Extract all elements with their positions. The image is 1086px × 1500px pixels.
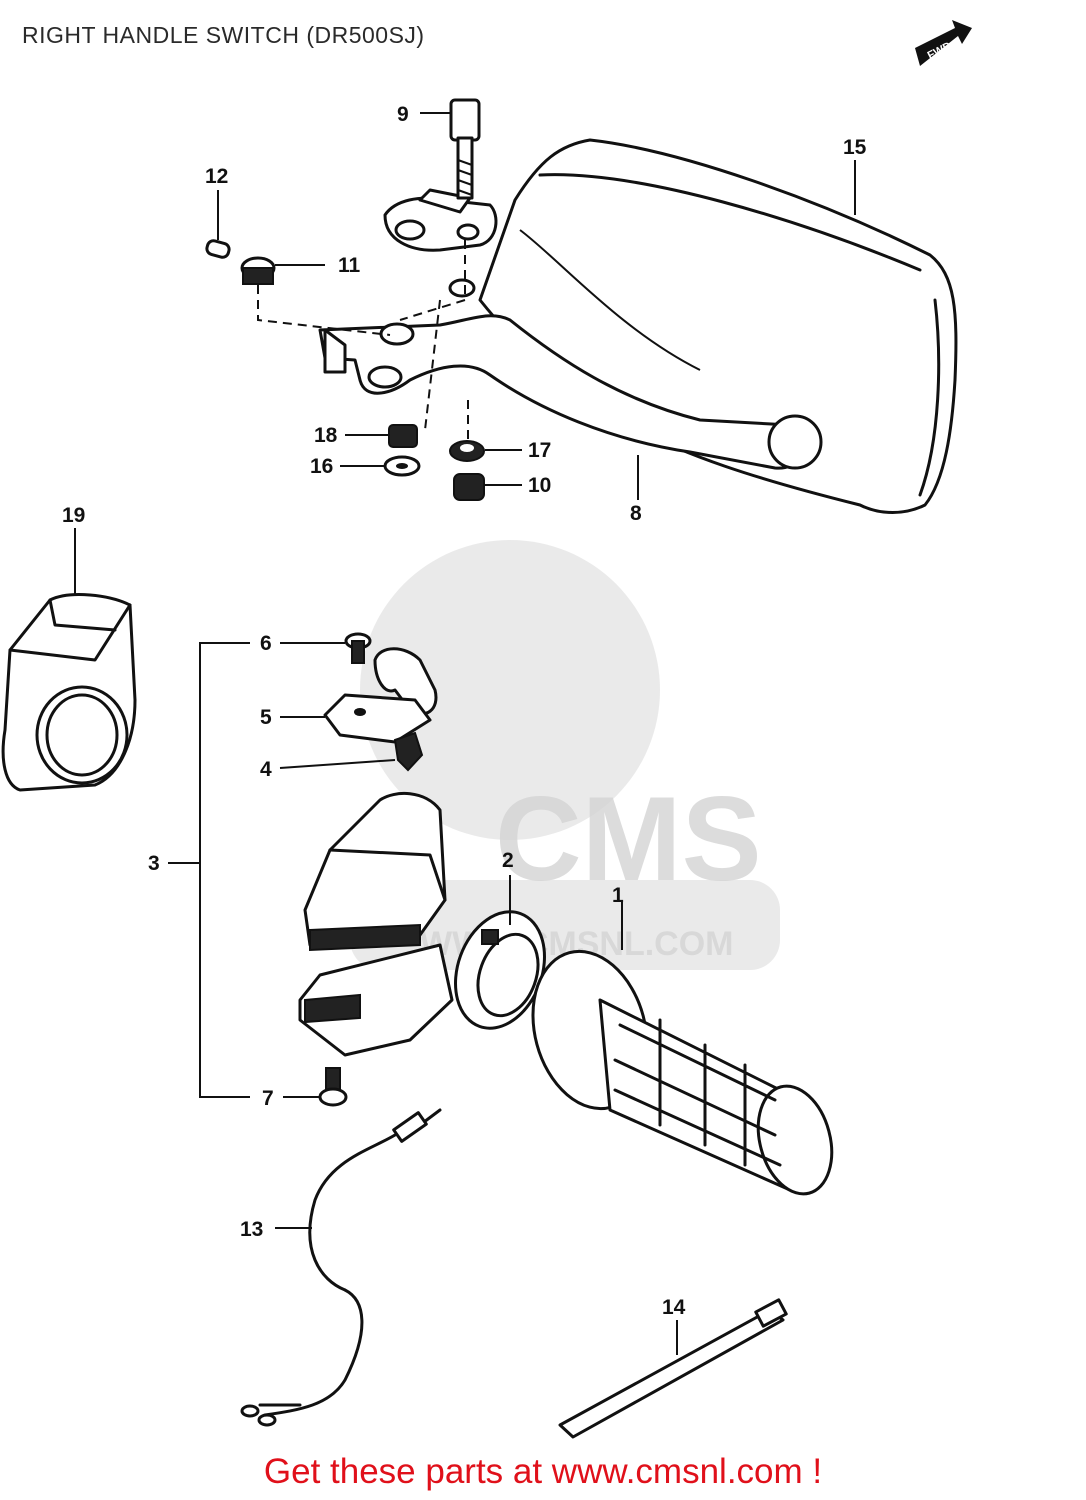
callout-7: 7 [262, 1087, 274, 1110]
callouts: 1 2 3 4 5 6 7 8 9 10 11 12 13 14 15 16 1… [62, 103, 867, 1319]
callout-12: 12 [205, 165, 228, 188]
callout-9: 9 [397, 103, 409, 126]
lower-switch-housing-part [298, 943, 454, 1057]
screw-part [318, 1067, 348, 1107]
callout-4: 4 [260, 758, 272, 781]
callout-3: 3 [148, 852, 160, 875]
watermark-logo-text: CMS [495, 772, 762, 906]
callout-13: 13 [240, 1218, 263, 1241]
flange-nut-part [453, 473, 485, 501]
dashed-guide [399, 240, 466, 321]
front-arrow-icon [915, 20, 972, 66]
cable-guide-part [373, 647, 438, 716]
callout-18: 18 [314, 424, 338, 447]
callout-6: 6 [260, 632, 272, 655]
watermark-logo-head [360, 540, 660, 840]
throttle-grip-part [531, 949, 834, 1196]
callout-17: 17 [528, 439, 551, 462]
dashed-guide [257, 285, 391, 336]
callout-5: 5 [260, 706, 272, 729]
contact-part [393, 731, 424, 772]
nut-part [388, 424, 418, 448]
watermark-url-bar [350, 880, 780, 970]
screw-part [344, 632, 372, 664]
leader-lines [74, 112, 856, 1355]
upper-bracket-part [383, 188, 498, 298]
lock-washer-part [449, 440, 485, 462]
front-arrow-badge: FWD [915, 20, 972, 66]
hand-guard-part [478, 138, 958, 514]
guard-brace-part [318, 314, 823, 470]
washer-part [383, 455, 421, 477]
callout-16: 16 [310, 455, 333, 478]
diagram-title: RIGHT HANDLE SWITCH (DR500SJ) [22, 22, 425, 48]
callout-15: 15 [843, 136, 867, 159]
dashed-guide [424, 299, 441, 431]
callout-14: 14 [662, 1296, 686, 1319]
switch-cover-part [1, 593, 137, 792]
callout-19: 19 [62, 504, 85, 527]
cap-nut-part [240, 256, 276, 285]
callout-11: 11 [338, 254, 361, 277]
bolt-part [449, 98, 481, 200]
callout-2: 2 [502, 849, 514, 872]
switch-wire-part [240, 1108, 442, 1427]
footer-link-text[interactable]: Get these parts at www.cmsnl.com ! [263, 1452, 823, 1491]
callout-8: 8 [630, 502, 642, 525]
assembly-bracket [199, 642, 250, 1098]
upper-switch-housing-part [303, 791, 447, 952]
cover-plate-part [323, 693, 432, 744]
callout-10: 10 [528, 474, 551, 497]
cable-strap-part [558, 1298, 788, 1439]
throttle-pulley-part [454, 910, 546, 1030]
callout-1: 1 [612, 884, 624, 907]
pin-part [205, 239, 231, 259]
